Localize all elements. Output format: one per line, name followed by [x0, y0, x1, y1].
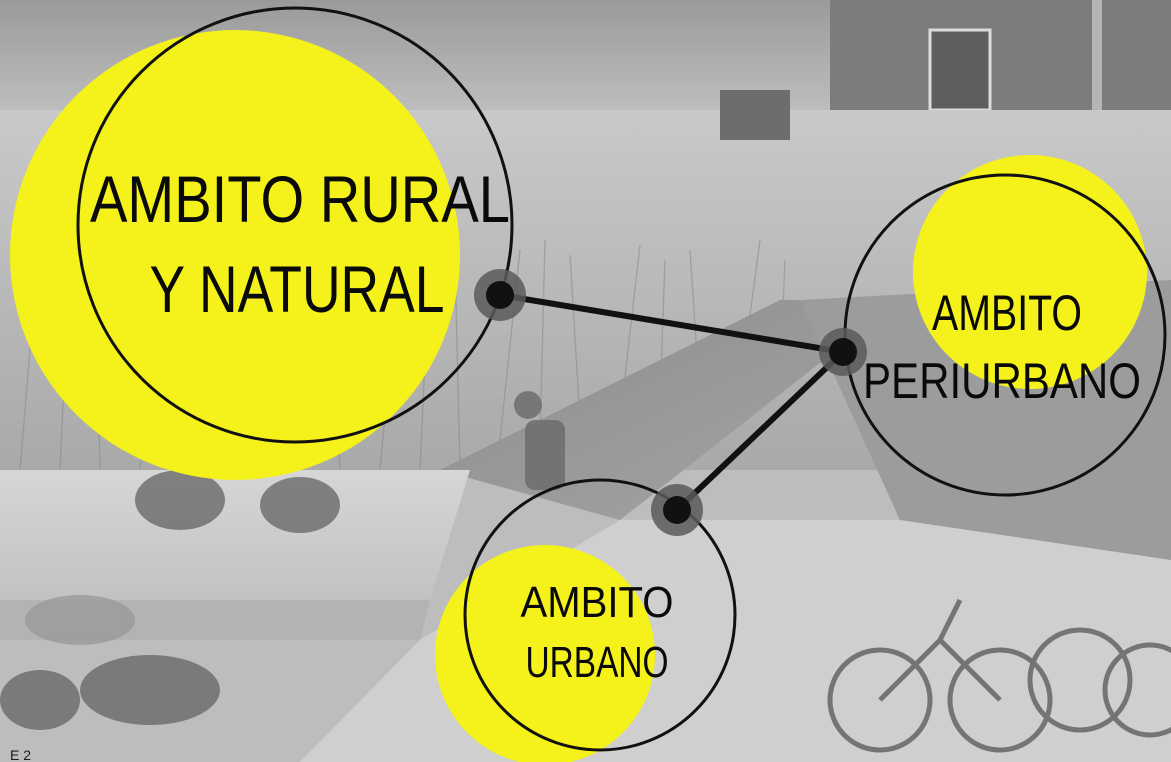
label-rural-line1: AMBITO RURAL — [90, 162, 510, 236]
node-urban-anchor — [651, 484, 703, 536]
label-periurban: AMBITO PERIURBANO — [863, 285, 1141, 409]
label-urban-line2: URBANO — [526, 638, 669, 687]
connector-rural-periurban — [497, 292, 846, 355]
label-rural: AMBITO RURAL Y NATURAL — [90, 162, 510, 326]
page-number: E 2 — [10, 747, 32, 762]
label-urban-line1: AMBITO — [521, 578, 674, 627]
label-periurban-line1: AMBITO — [932, 285, 1082, 341]
ring-rural — [76, 6, 514, 444]
yellow-blob-rural — [10, 30, 460, 480]
connector-periurban-urban — [674, 349, 846, 513]
people-silhouettes — [0, 391, 565, 730]
yellow-blob-periurban — [913, 155, 1147, 389]
wooden-deck — [0, 470, 470, 600]
node-periurban-anchor — [819, 328, 867, 376]
node-rural-anchor — [474, 269, 526, 321]
downpipe — [1092, 0, 1102, 210]
label-periurban-line2: PERIURBANO — [863, 353, 1141, 409]
ring-urban — [463, 478, 737, 752]
label-urban: AMBITO URBANO — [521, 578, 674, 687]
label-rural-line2: Y NATURAL — [150, 252, 445, 326]
bicycles — [827, 598, 1171, 753]
hedge — [720, 90, 790, 140]
yellow-blob-urban — [435, 545, 655, 762]
